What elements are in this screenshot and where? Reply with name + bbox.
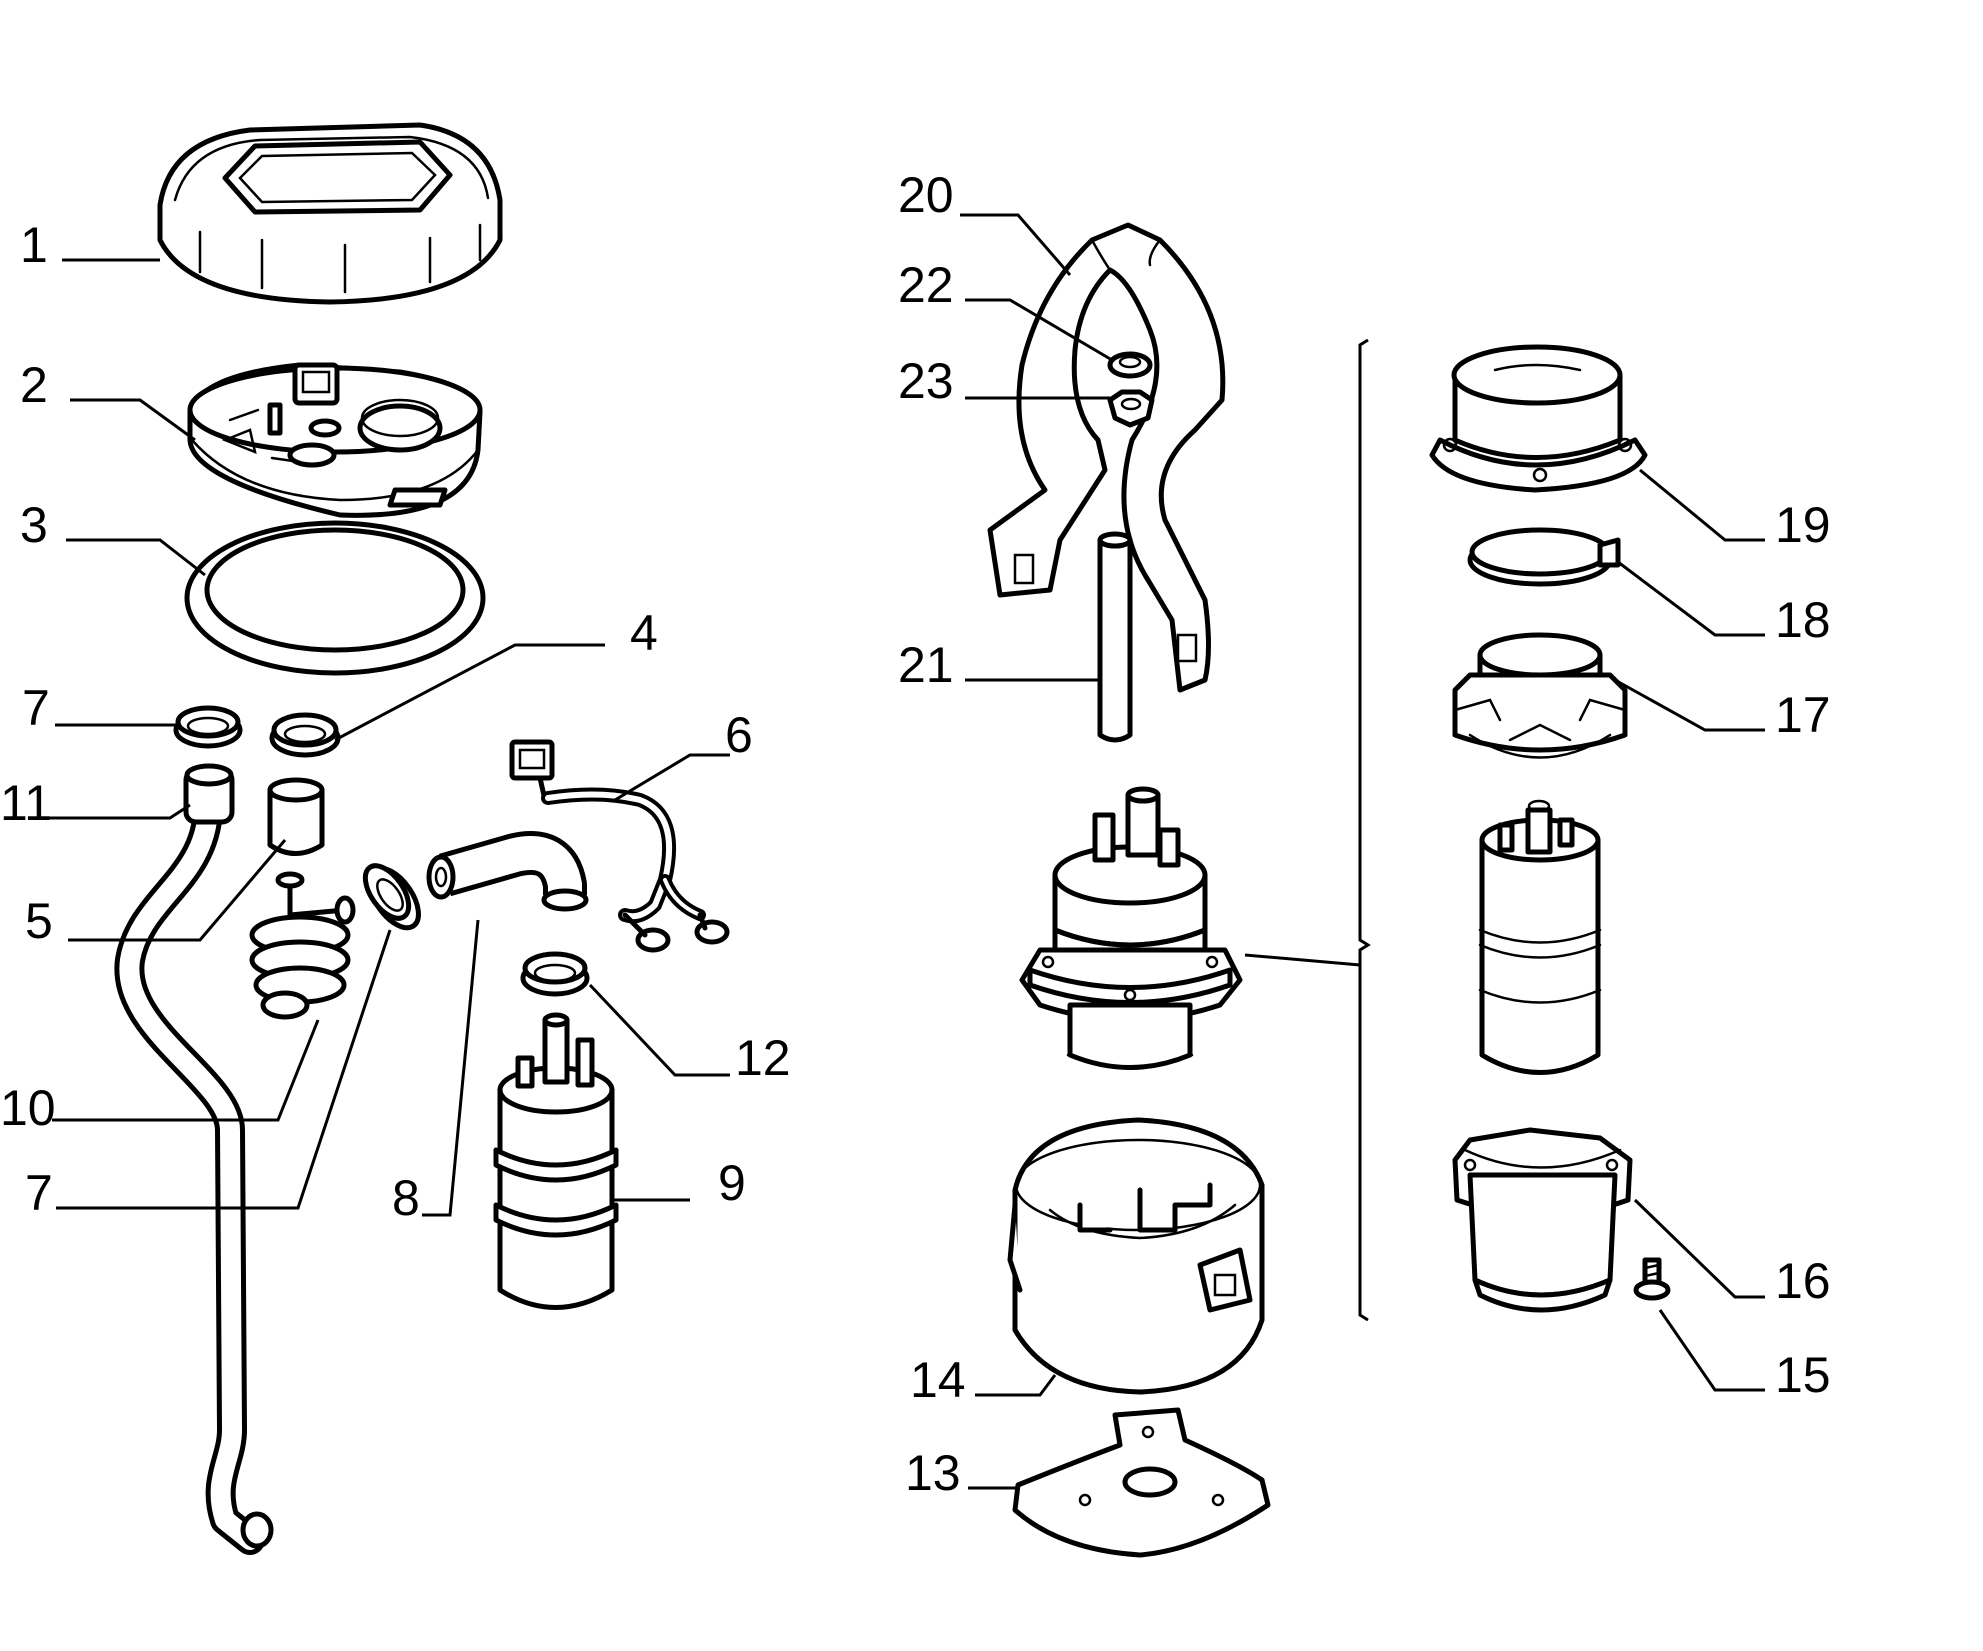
part-7-clamp-lower [362, 863, 421, 931]
callout-17: 17 [1775, 687, 1831, 743]
callout-9: 9 [718, 1155, 746, 1211]
part-19-top-cap [1429, 344, 1648, 493]
part-3-gasket [184, 520, 486, 676]
part-21-rod [1097, 531, 1133, 743]
part-20-bracket [987, 222, 1226, 693]
callout-8: 8 [392, 1170, 420, 1226]
callout-21: 21 [898, 637, 954, 693]
callout-14: 14 [910, 1352, 966, 1408]
part-8-elbow-hose [426, 831, 589, 912]
part-22-washer [1107, 351, 1153, 379]
part-7-clamp-upper [173, 705, 243, 749]
part-13-base-plate [1012, 1407, 1271, 1558]
callout-1: 1 [20, 217, 48, 273]
part-15-screw [1633, 1257, 1671, 1301]
part-6-wire-harness [509, 739, 730, 953]
part-9-fuel-pump [493, 1012, 619, 1310]
callout-16: 16 [1775, 1253, 1831, 1309]
callout-3: 3 [20, 497, 48, 553]
callout-12: 12 [735, 1030, 791, 1086]
callout-7a: 7 [22, 680, 50, 736]
callout-6: 6 [725, 707, 753, 763]
leader-lines [44, 213, 1765, 1490]
part-17-holder [1452, 632, 1628, 759]
part-10-coiled-tube [249, 871, 356, 1020]
callout-22: 22 [898, 257, 954, 313]
callout-11: 11 [0, 775, 52, 831]
callout-13: 13 [905, 1445, 961, 1501]
part-1-ring-nut [157, 122, 503, 305]
part-14-housing [1007, 1117, 1265, 1395]
callout-4: 4 [630, 605, 658, 661]
callout-5: 5 [25, 893, 53, 949]
callout-7b: 7 [25, 1165, 53, 1221]
callout-labels: 1 2 3 4 5 6 7 7 8 9 10 11 12 13 14 15 16… [0, 167, 1831, 1501]
pump-right [1478, 799, 1602, 1075]
part-2-flange [187, 362, 483, 518]
callout-10: 10 [0, 1080, 56, 1136]
part-12-clamp [520, 951, 590, 997]
callout-23: 23 [898, 353, 954, 409]
assembly-bracket [1358, 338, 1371, 1322]
callout-20: 20 [898, 167, 954, 223]
part-23-nut [1107, 389, 1155, 428]
pump-assembly [1019, 786, 1243, 1070]
callout-15: 15 [1775, 1347, 1831, 1403]
part-16-filter [1452, 1127, 1633, 1313]
part-11-long-hose [114, 763, 274, 1555]
callout-2: 2 [20, 357, 48, 413]
callout-18: 18 [1775, 592, 1831, 648]
part-4-clamp [269, 712, 341, 758]
part-5-sleeve [267, 777, 325, 856]
callout-19: 19 [1775, 497, 1831, 553]
part-18-clamp-ring [1467, 527, 1621, 587]
